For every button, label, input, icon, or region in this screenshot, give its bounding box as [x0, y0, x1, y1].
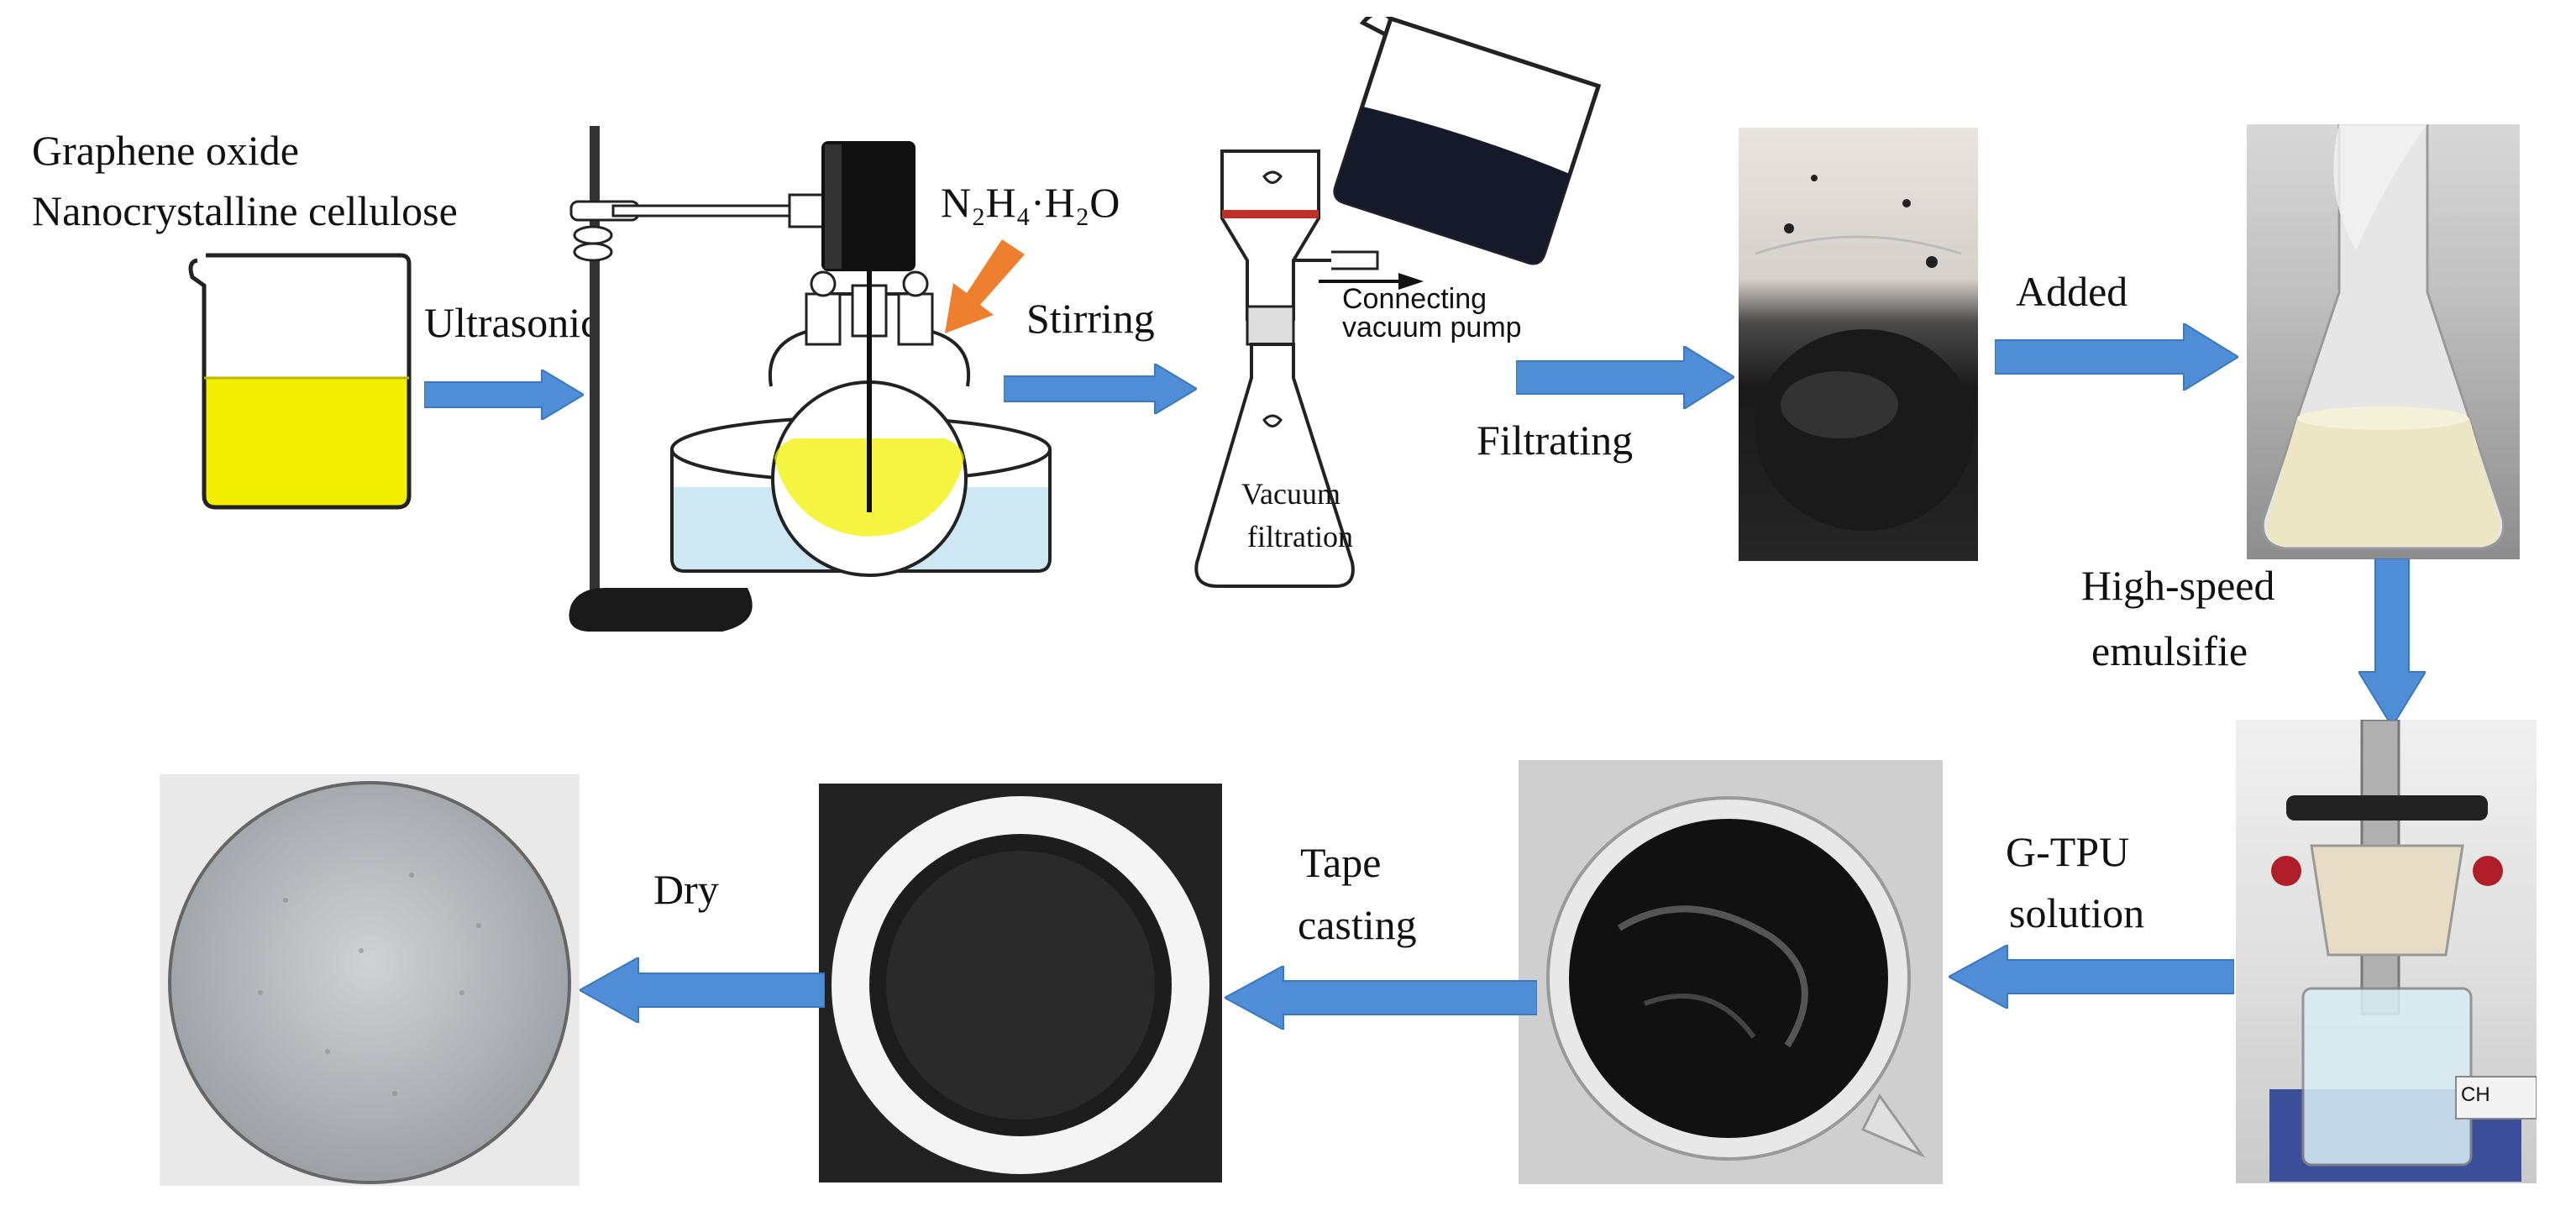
graphene-oxide-label: Graphene oxide	[32, 127, 299, 174]
arrow-right-icon	[1516, 346, 1734, 409]
black-product-photo	[1739, 128, 1978, 561]
filtration-label: filtration	[1247, 520, 1353, 553]
reagent-formula-label: N₂H₄·H₂O	[941, 179, 1120, 226]
gtpu-label: G-TPU	[2006, 828, 2130, 875]
pouring-beaker-icon	[1323, 17, 1625, 269]
arrow-right-icon	[1995, 323, 2238, 391]
arrow-left-icon	[1225, 966, 1537, 1030]
vacuum-filtration-icon	[1184, 126, 1436, 596]
tape-casting-photo	[819, 784, 1222, 1182]
emulsifier-photo: CH	[2236, 720, 2537, 1183]
dry-label: Dry	[653, 866, 719, 913]
added-label: Added	[2016, 268, 2128, 315]
flask-mixture-photo	[2247, 124, 2520, 559]
solution-label: solution	[2009, 889, 2145, 936]
gtpu-solution-photo	[1519, 760, 1943, 1184]
input-method-label: CH	[2461, 1083, 2490, 1106]
arrow-left-icon	[580, 957, 825, 1023]
nanocrystalline-cellulose-label: Nanocrystalline cellulose	[32, 187, 458, 234]
emulsifie-label: emulsifie	[2091, 627, 2248, 674]
arrow-right-icon	[1004, 364, 1197, 414]
vacuum-label: Vacuum	[1241, 477, 1340, 511]
ultrasonic-label: Ultrasonic	[424, 299, 600, 346]
connecting-label: Connecting	[1342, 283, 1487, 315]
arrow-right-icon	[424, 370, 584, 420]
orange-arrow-icon	[936, 239, 1029, 336]
casting-label: casting	[1298, 901, 1417, 948]
tape-label: Tape	[1300, 839, 1382, 886]
beaker-icon	[181, 244, 433, 512]
dried-film-photo	[160, 774, 580, 1186]
arrow-left-icon	[1949, 945, 2234, 1009]
high-speed-label: High-speed	[2081, 562, 2275, 609]
reaction-apparatus	[554, 118, 1058, 638]
filtrating-label: Filtrating	[1477, 417, 1634, 464]
vacuum-pump-label: vacuum pump	[1342, 312, 1522, 343]
arrow-down-icon	[2358, 558, 2426, 726]
stirring-label: Stirring	[1026, 295, 1155, 342]
